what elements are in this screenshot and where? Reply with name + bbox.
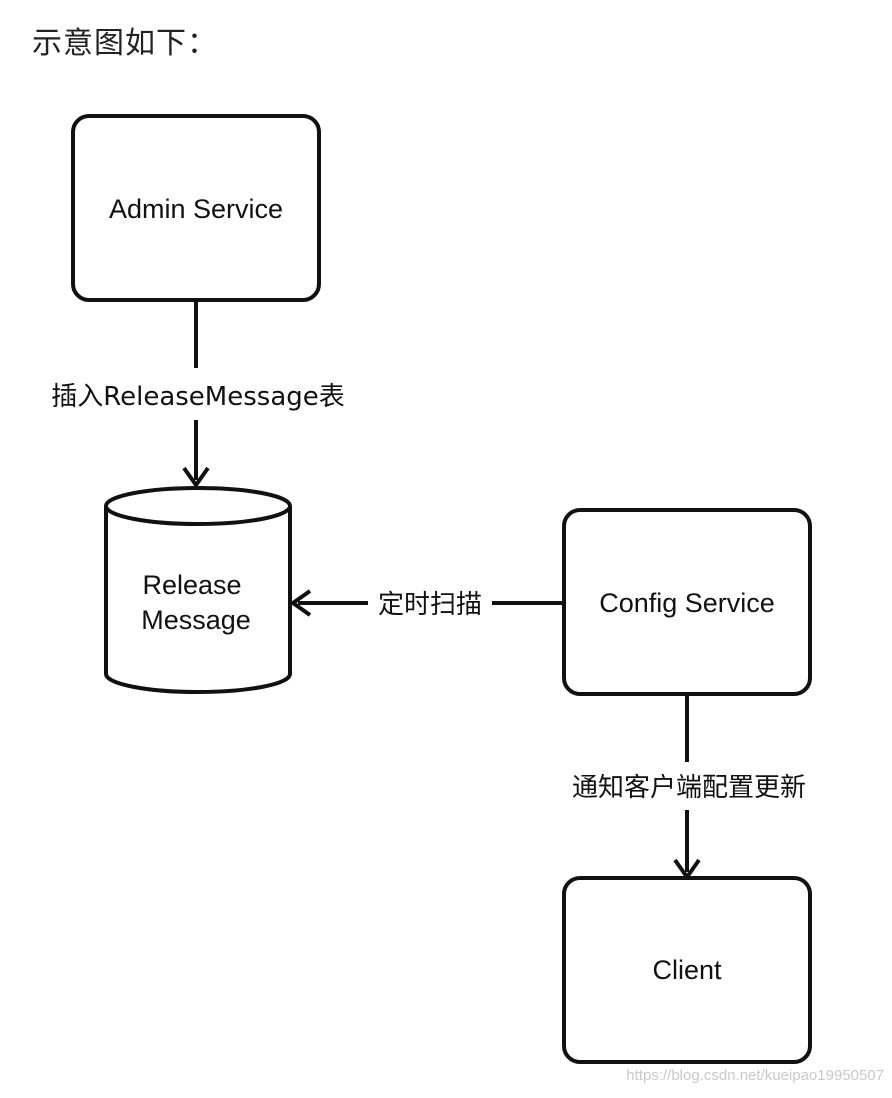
edge-config-to-release: 定时扫描 xyxy=(289,589,564,620)
client-node: Client xyxy=(562,876,812,1064)
client-label: Client xyxy=(652,955,722,985)
release-message-label-line2: Message xyxy=(141,605,251,635)
admin-service-label: Admin Service xyxy=(109,194,283,224)
arrow-down-icon xyxy=(182,466,210,489)
edge-config-scan-label: 定时扫描 xyxy=(378,590,482,620)
arrow-left-icon xyxy=(289,589,312,617)
database-icon xyxy=(104,486,292,526)
edge-admin-label: 插入ReleaseMessage表 xyxy=(51,382,345,412)
release-message-db-node: Release Message xyxy=(104,486,292,694)
edge-config-to-client: 通知客户端配置更新 xyxy=(572,694,806,881)
edge-client-label: 通知客户端配置更新 xyxy=(572,773,806,803)
release-message-label-line1: Release xyxy=(142,570,241,600)
config-service-node: Config Service xyxy=(562,508,812,696)
page-caption: 示意图如下： xyxy=(32,26,218,61)
watermark: https://blog.csdn.net/kueipao19950507 xyxy=(626,1067,884,1084)
edge-admin-to-release: 插入ReleaseMessage表 xyxy=(51,300,345,489)
config-service-label: Config Service xyxy=(599,588,775,618)
admin-service-node: Admin Service xyxy=(71,114,321,302)
